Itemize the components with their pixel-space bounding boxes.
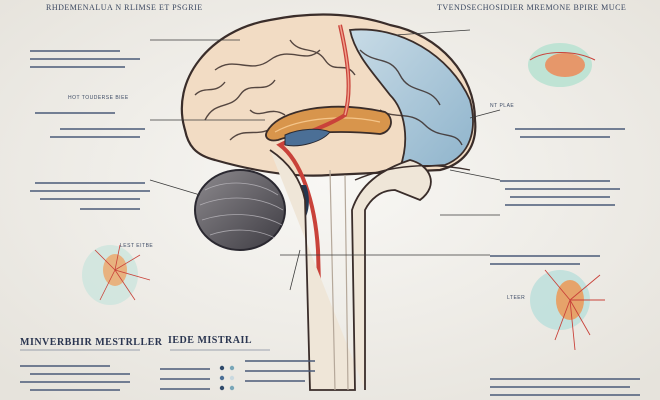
tissue-top-right bbox=[528, 43, 596, 87]
gyri bbox=[194, 39, 463, 146]
header-right: TVENDSECHOSIDIER MREMONE BPIRE MUCE bbox=[437, 3, 627, 12]
text-lines bbox=[20, 50, 640, 396]
label-neuron-right: LTEER bbox=[507, 295, 526, 301]
section-heading-right: IEDE MISTRAIL bbox=[168, 335, 253, 346]
header-left: RHDEMENALUA N RLIMSE ET PSGRIE bbox=[46, 3, 203, 12]
label-right-1: NT PLAE bbox=[490, 103, 515, 109]
callout-lines bbox=[149, 29, 501, 291]
legend-dots bbox=[219, 365, 235, 391]
cerebellum bbox=[194, 169, 286, 251]
label-neuron-left: LEST EITBE bbox=[120, 243, 154, 249]
label-left-1: HOT TOUDERSE BIEE bbox=[68, 95, 129, 101]
frontal-lobe-blue bbox=[348, 28, 474, 169]
section-heading-left: MINVERBHIR MESTRLLER bbox=[20, 337, 163, 348]
neuron-right bbox=[530, 269, 605, 351]
ventricle bbox=[284, 128, 331, 147]
brainstem bbox=[269, 149, 432, 391]
neuron-left bbox=[82, 244, 151, 305]
